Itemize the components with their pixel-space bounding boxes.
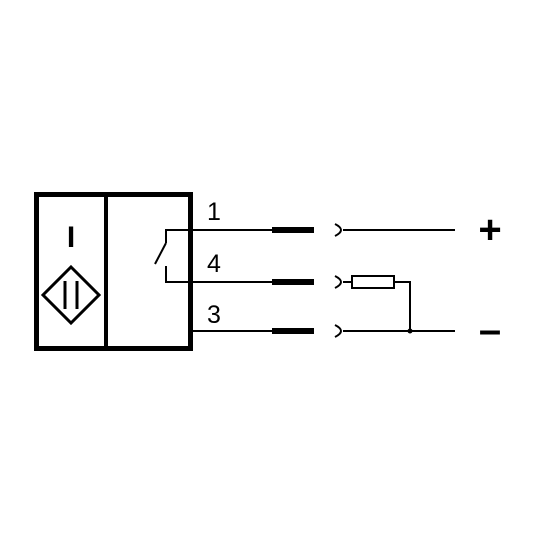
pin-label-3: 3 [207,301,221,329]
positive-terminal-sign: + [478,208,501,252]
connector-socket-4 [334,275,342,289]
connector-plugs [272,227,314,334]
connector-socket-1 [334,223,342,237]
inductive-sensor-icon [40,264,102,326]
sensor-type-letter: I [67,221,75,254]
pin-label-1: 1 [207,198,221,226]
sensor-housing: I [34,192,193,351]
wire-load-return [394,281,411,331]
connector-socket-3 [334,324,342,338]
negative-terminal-sign: – [479,308,501,352]
pin-label-4: 4 [207,250,221,278]
junction-dot [407,328,413,334]
connector-icon [334,223,342,338]
sensor-body-outline [34,192,193,351]
switch-contact-icon [154,229,272,283]
load-resistor-icon [351,275,395,289]
